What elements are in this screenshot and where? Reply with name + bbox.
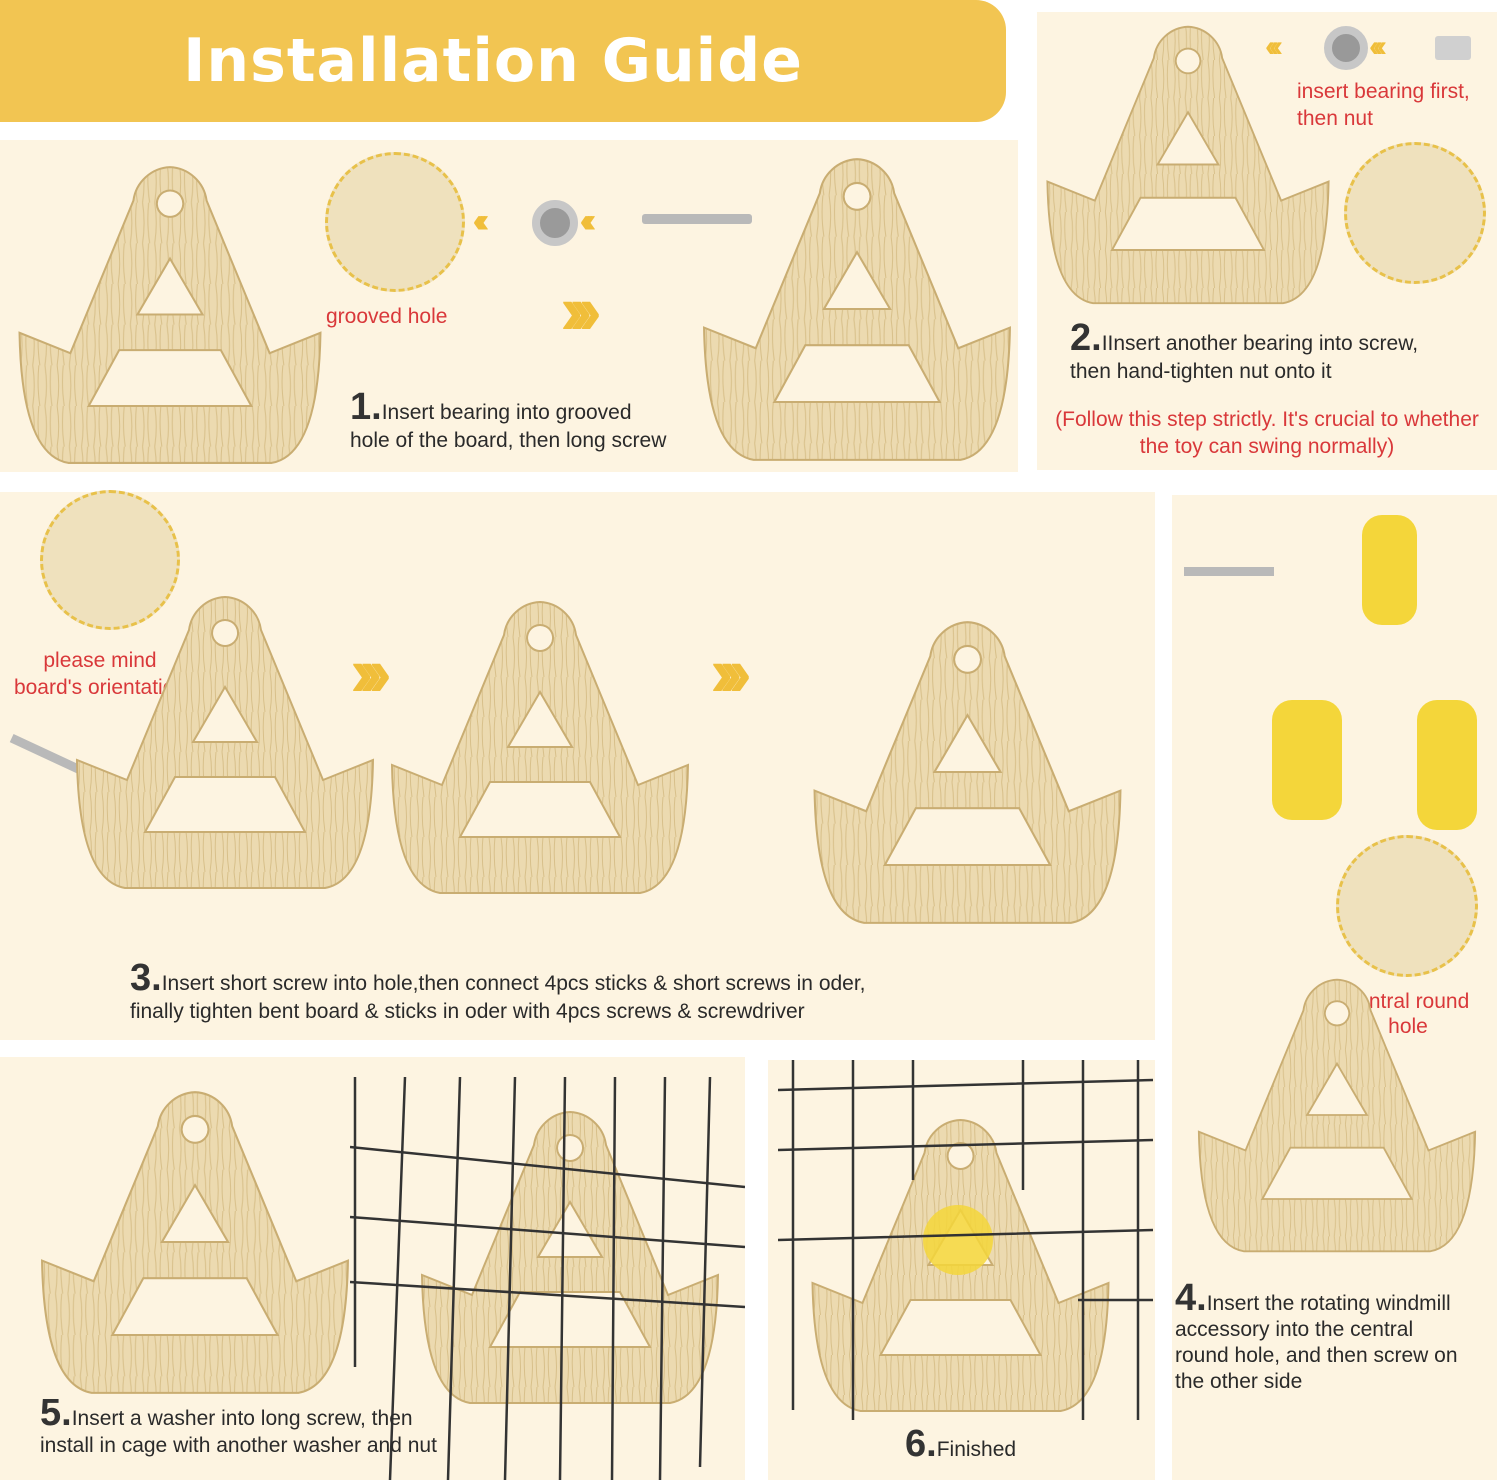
grooved-hole-label: grooved hole — [326, 305, 448, 328]
step-1-text: 1.Insert bearing into grooved hole of th… — [350, 386, 667, 452]
bearing-closeup-callout — [1344, 142, 1486, 284]
step-1-panel: grooved hole ‹‹‹ ‹‹‹ ››› 1.Insert bearin… — [0, 140, 1018, 472]
step-2-text: 2.IInsert another bearing into screw, th… — [1070, 317, 1419, 383]
board-illustration — [75, 577, 375, 907]
step-4-text: 4.Insert the rotating windmill accessory… — [1175, 1277, 1458, 1393]
grooved-hole-callout — [325, 152, 465, 292]
windmill-accessory-icon — [1362, 515, 1417, 625]
board-illustration — [10, 162, 330, 467]
step-5-text: 5.Insert a washer into long screw, then … — [40, 1392, 437, 1457]
step-3-text: 3.Insert short screw into hole,then conn… — [130, 957, 866, 1023]
step-6-text: 6.Finished — [905, 1423, 1017, 1465]
windmill-icon — [923, 1205, 993, 1275]
arrow-right-icon: ››› — [710, 633, 752, 711]
step-5-panel: 5.Insert a washer into long screw, then … — [0, 1057, 745, 1480]
cage-wire-illustration — [778, 1060, 1153, 1420]
step-2-panel: ‹‹‹ ‹‹‹ insert bearing first,then nut 2.… — [1037, 12, 1497, 470]
title-banner: Installation Guide — [0, 0, 1006, 122]
cage-wire-illustration — [350, 1076, 745, 1480]
board-illustration — [1043, 22, 1333, 307]
arrow-right-icon: ››› — [560, 271, 602, 349]
arrow-right-icon: ››› — [350, 633, 392, 711]
bearing-icon — [1324, 26, 1368, 70]
bearing-icon — [532, 200, 578, 246]
windmill-accessory-icon — [1272, 700, 1342, 820]
bearing-first-label: insert bearing first,then nut — [1297, 80, 1470, 130]
orientation-callout — [40, 490, 180, 630]
step-6-panel: 6.Finished — [768, 1060, 1155, 1480]
board-with-bearing-illustration — [702, 154, 1012, 464]
toy-with-washer-illustration — [35, 1087, 355, 1397]
assembled-stand-illustration — [790, 617, 1145, 927]
long-screw-icon — [1184, 567, 1274, 576]
board-with-windmill-illustration — [1182, 975, 1492, 1255]
central-hole-callout — [1336, 835, 1478, 977]
windmill-accessory-icon — [1417, 700, 1477, 830]
nut-icon — [1435, 36, 1471, 60]
board-with-sticks-illustration — [390, 592, 690, 902]
long-screw-icon — [642, 214, 752, 224]
short-screw-icon — [9, 733, 85, 776]
step-2-warning: (Follow this step strictly. It's crucial… — [1055, 408, 1479, 458]
page-title: Installation Guide — [183, 26, 803, 96]
